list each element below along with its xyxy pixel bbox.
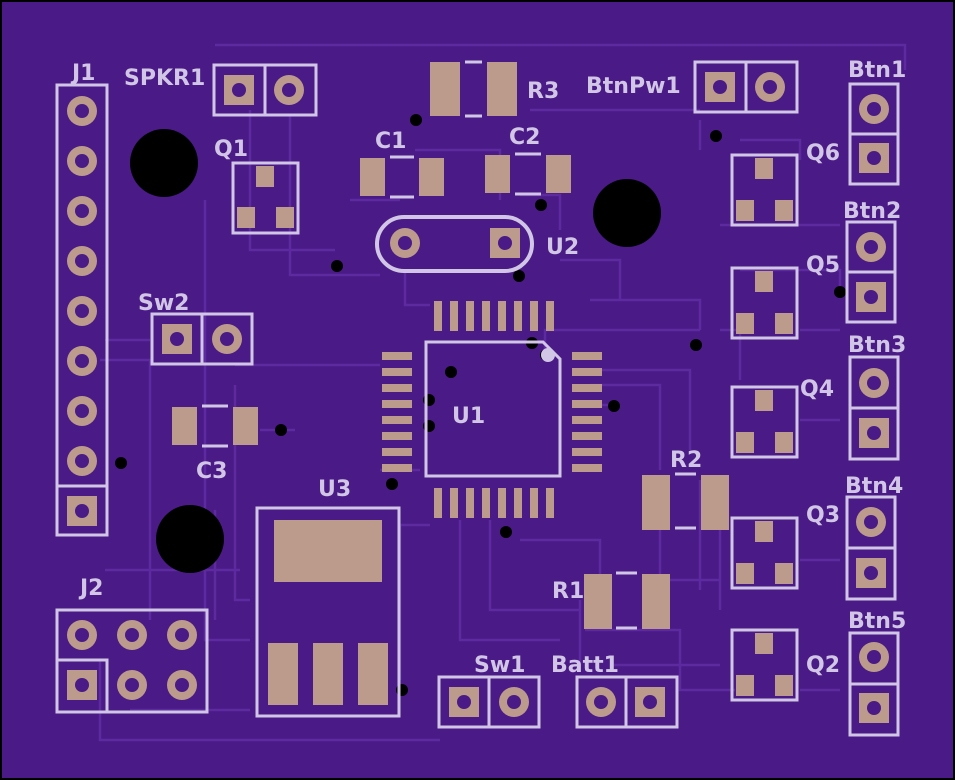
label-r3: R3 [527, 79, 559, 104]
button-connector-btn3 [848, 355, 900, 461]
resistor-r3 [430, 60, 517, 118]
via [445, 366, 457, 378]
via [535, 199, 547, 211]
via [331, 260, 343, 272]
label-u3: U3 [318, 477, 351, 502]
label-u2: U2 [546, 235, 579, 260]
label-u1: U1 [452, 404, 485, 429]
via [710, 130, 722, 142]
battery-connector [575, 675, 679, 729]
label-q6: Q6 [806, 141, 840, 166]
label-batt1: Batt1 [551, 653, 619, 678]
button-connector-btn4 [845, 495, 897, 601]
mounting-hole [130, 129, 198, 197]
via [115, 457, 127, 469]
label-r2: R2 [670, 448, 702, 473]
label-q3: Q3 [806, 503, 840, 528]
copper-traces [98, 43, 907, 742]
via [500, 526, 512, 538]
label-btn4: Btn4 [845, 474, 903, 499]
via [834, 286, 846, 298]
via [608, 400, 620, 412]
mounting-hole [156, 505, 224, 573]
transistor-q3 [730, 516, 799, 590]
label-q5: Q5 [806, 253, 840, 278]
capacitor-c2 [485, 152, 571, 196]
capacitor-c1 [360, 155, 444, 199]
mounting-hole [593, 179, 661, 247]
transistor-q2 [730, 628, 799, 702]
label-c3: C3 [196, 459, 227, 484]
label-c1: C1 [375, 129, 406, 154]
via [690, 339, 702, 351]
via [275, 424, 287, 436]
via [410, 114, 422, 126]
label-j2: J2 [78, 576, 104, 601]
label-j1: J1 [70, 61, 96, 86]
header-j2 [55, 608, 209, 714]
label-btn1: Btn1 [848, 58, 906, 83]
label-spkr1: SPKR1 [124, 66, 205, 91]
transistor-q4 [730, 385, 799, 459]
capacitor-c3 [172, 404, 258, 448]
button-connector-btn1 [848, 82, 900, 186]
resistor-r2 [642, 472, 729, 530]
label-q2: Q2 [806, 653, 840, 678]
switch-sw1 [437, 675, 541, 729]
regulator-u3 [255, 506, 401, 718]
switch-sw2 [150, 312, 254, 366]
crystal-u2 [375, 215, 534, 273]
transistor-q1 [231, 161, 300, 235]
label-q1: Q1 [214, 137, 248, 162]
via [513, 270, 525, 282]
transistor-q6 [730, 153, 799, 227]
via [386, 478, 398, 490]
label-c2: C2 [509, 125, 540, 150]
header-j1 [55, 83, 109, 537]
label-sw2: Sw2 [138, 291, 189, 316]
label-btnpw1: BtnPw1 [586, 74, 681, 99]
button-connector-btn5 [848, 631, 900, 737]
microcontroller-u1 [382, 301, 602, 518]
button-connector-btn2 [845, 220, 897, 324]
label-sw1: Sw1 [474, 653, 525, 678]
label-btn2: Btn2 [843, 199, 901, 224]
power-button-connector [693, 60, 799, 114]
label-r1: R1 [552, 579, 584, 604]
label-btn5: Btn5 [848, 609, 906, 634]
resistor-r1 [584, 571, 670, 630]
transistor-q5 [730, 266, 799, 340]
speaker-connector [212, 63, 318, 117]
label-q4: Q4 [800, 377, 834, 402]
label-btn3: Btn3 [848, 333, 906, 358]
